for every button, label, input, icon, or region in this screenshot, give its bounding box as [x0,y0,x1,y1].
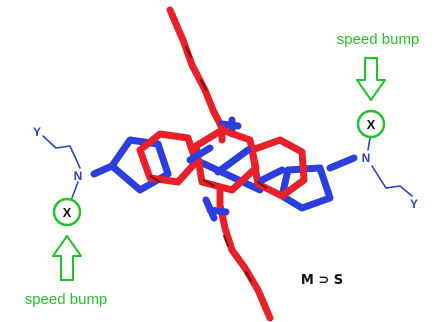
down-arrow-icon [356,57,386,101]
n-left-label: N [74,169,83,183]
speed-bump-top-caption: speed bump [337,31,420,48]
macrocycle-bottom-chain-shading [223,235,252,282]
x-top-label: X [367,117,376,132]
speed-bump-x-top: X [356,109,386,139]
speed-bump-x-bottom: X [52,197,82,227]
macrocycle-body [136,124,308,209]
macrocycle-body-shading [149,175,267,189]
y-right-label: Y [410,197,418,211]
right-substituent [367,137,413,197]
guest-axle-front [90,144,358,184]
y-left-label: Y [33,125,41,139]
n-right-label: N [362,151,371,165]
up-arrow-icon [52,235,82,281]
x-bottom-label: X [63,205,72,220]
left-substituent [42,135,81,199]
macrocycle-top-chain-shading [185,46,207,91]
complex-label: M ⊃ S [301,273,343,288]
speed-bump-bottom-caption: speed bump [25,291,108,308]
macrocycle-top-chain [166,6,226,132]
macrocycle-bottom-chain [216,201,274,322]
